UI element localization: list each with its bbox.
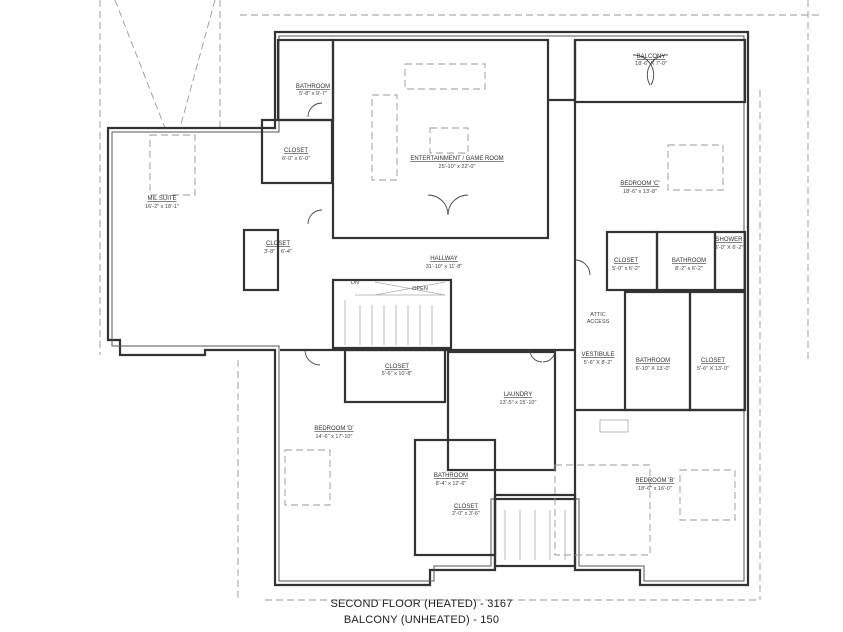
room-dim-closet: 5'-6" X 13'-0" <box>697 366 729 372</box>
room-dim-bedroom-b: 18'-6" x 16'-0" <box>638 486 672 492</box>
caption-heated-area: SECOND FLOOR (HEATED) - 3167 <box>330 598 513 610</box>
room-dim-closet: 5'-6" x 10'-8" <box>382 371 413 377</box>
room-dim-bedroom-d: 14'-6" x 17'-10" <box>316 434 353 440</box>
room-name-balcony: BALCONY <box>637 54 666 60</box>
room-dim-bathroom: 6'-10" X 13'-0" <box>636 366 671 372</box>
room-labels: MIL SUITE 16'-2" x 18'-1" BATHROOM 5'-8"… <box>145 54 743 517</box>
caption-balcony-area: BALCONY (UNHEATED) - 150 <box>343 614 500 626</box>
room-name-bathroom: BATHROOM <box>296 84 330 90</box>
room-dim-closet: 6'-0" x 6'-0" <box>282 156 310 162</box>
room-dim-bedroom-c: 18'-6" x 13'-8" <box>623 189 657 195</box>
room-name-closet: CLOSET <box>284 148 308 154</box>
room-name-entertainment: ENTERTAINMENT / GAME ROOM <box>410 156 503 162</box>
room-dim-shower: 3'-0" X 6'-2" <box>715 245 744 251</box>
room-name-shower: SHOWER <box>716 237 744 243</box>
room-dim-hallway: 31'-10" x 11'-8" <box>426 264 463 270</box>
room-name-bedroom-d: BEDROOM 'D' <box>314 426 353 432</box>
room-name-closet: CLOSET <box>385 364 409 370</box>
room-name-closet: CLOSET <box>454 504 478 510</box>
room-dim-laundry: 13'-5" x 15'-10" <box>500 400 537 406</box>
room-name-bathroom: BATHROOM <box>434 473 468 479</box>
room-name-vestibule: VESTIBULE <box>581 352 614 358</box>
room-name-hallway: HALLWAY <box>430 256 458 262</box>
doors <box>304 54 669 366</box>
furniture <box>149 63 736 556</box>
exterior-walls <box>106 30 750 587</box>
room-name-closet: CLOSET <box>266 241 290 247</box>
staircase <box>344 281 566 560</box>
interior-walls <box>242 38 747 568</box>
room-dim-closet: 2'-0" x 3'-6" <box>452 511 480 517</box>
room-name-mil-suite: MIL SUITE <box>147 196 176 202</box>
room-dim-bathroom: 8'-2" x 6'-2" <box>675 266 703 272</box>
attic-access-label: ACCESS <box>587 319 610 325</box>
room-name-bathroom: BATHROOM <box>636 358 670 364</box>
room-dim-closet: 5'-0" x 6'-2" <box>612 266 640 272</box>
room-name-bedroom-b: BEDROOM 'B' <box>636 478 675 484</box>
room-dim-entertainment: 25'-10" x 22'-0" <box>439 164 476 170</box>
room-name-closet: CLOSET <box>701 358 725 364</box>
room-dim-balcony: 18'-6" X 7'-0" <box>635 61 667 67</box>
room-name-closet: CLOSET <box>614 258 638 264</box>
room-name-bathroom: BATHROOM <box>672 258 706 264</box>
stair-open-label: OPEN <box>412 286 428 292</box>
room-dim-vestibule: 5'-6" X 8'-2" <box>584 360 613 366</box>
attic-access-label: ATTIC <box>590 312 606 318</box>
room-dim-bathroom: 8'-4" x 12'-6" <box>436 481 467 487</box>
room-dim-mil-suite: 16'-2" x 18'-1" <box>145 204 179 210</box>
room-dim-bathroom: 5'-8" x 9'-7" <box>299 91 327 97</box>
room-name-laundry: LAUNDRY <box>504 392 533 398</box>
roof-outline <box>99 0 820 601</box>
room-dim-closet: 3'-8" x 6'-4" <box>264 249 292 255</box>
room-name-bedroom-c: BEDROOM 'C' <box>620 181 659 187</box>
stair-down-label: DN <box>351 280 359 286</box>
